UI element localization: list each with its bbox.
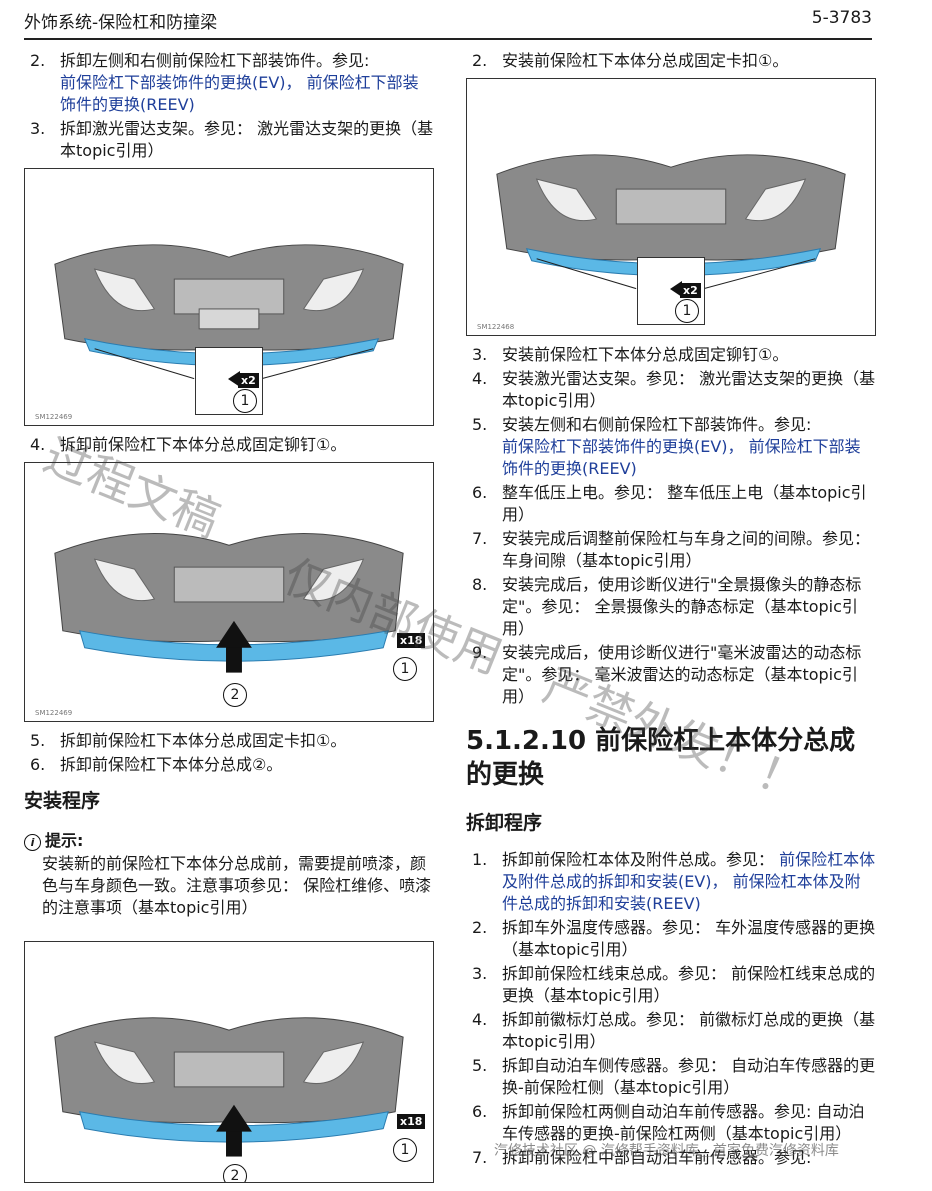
figure-bumper-2: x18 1 2 SM122469 bbox=[24, 462, 434, 722]
step-item: 4.拆卸前徽标灯总成。参见： 前徽标灯总成的更换（基本topic引用） bbox=[472, 1010, 876, 1051]
figure-code: SM122469 bbox=[35, 413, 73, 421]
step-item: 3.拆卸前保险杠线束总成。参见： 前保险杠线束总成的更换（基本topic引用） bbox=[472, 964, 876, 1005]
step-item: 5.拆卸自动泊车侧传感器。参见： 自动泊车传感器的更换-前保险杠侧（基本topi… bbox=[472, 1056, 876, 1097]
install-heading: 安装程序 bbox=[24, 790, 101, 812]
page-number: 5-3783 bbox=[811, 8, 872, 28]
callout-number: 1 bbox=[675, 299, 699, 323]
quantity-badge: x2 bbox=[680, 283, 701, 298]
figure-bumper-1: x2 1 SM122469 bbox=[24, 168, 434, 426]
note-body: 安装新的前保险杠下本体分总成前，需要提前喷漆，颜色与车身颜色一致。注意事项参见：… bbox=[42, 854, 432, 917]
step-item: 7.安装完成后调整前保险杠与车身之间的间隙。参见： 车身间隙（基本topic引用… bbox=[472, 529, 871, 570]
quantity-badge: x2 bbox=[238, 373, 259, 388]
arrow-icon bbox=[670, 281, 682, 297]
figure-code: SM122469 bbox=[35, 709, 73, 717]
step-item: 2. 拆卸左侧和右侧前保险杠下部装饰件。参见: 前保险杠下部装饰件的更换(EV)… bbox=[30, 51, 419, 114]
callout-number: 1 bbox=[393, 1138, 417, 1162]
bumper-illustration bbox=[54, 244, 404, 380]
bumper-illustration bbox=[54, 533, 404, 673]
callout-number: 2 bbox=[223, 1164, 247, 1182]
step-item: 6. 拆卸前保险杠下本体分总成②。 bbox=[30, 755, 283, 774]
bumper-illustration bbox=[54, 1017, 404, 1157]
header-title: 外饰系统-保险杠和防撞梁 bbox=[24, 13, 218, 33]
bumper-illustration bbox=[496, 154, 846, 290]
step-item: 7.拆卸前保险杠中部自动泊车前传感器。参见: bbox=[472, 1148, 812, 1167]
step-item: 5. 拆卸前保险杠下本体分总成固定卡扣①。 bbox=[30, 731, 347, 750]
remove-heading: 拆卸程序 bbox=[466, 812, 543, 834]
footer-watermark: 汽修技术社区 @ 汽修帮手资料库＿首家免费汽修资料库 bbox=[494, 1143, 839, 1159]
quantity-badge: x18 bbox=[397, 633, 426, 648]
step-item: 3. 拆卸激光雷达支架。参见： 激光雷达支架的更换（基本topic引用） bbox=[30, 119, 434, 160]
figure-bumper-3: x18 1 2 bbox=[24, 941, 434, 1183]
callout-number: 1 bbox=[393, 657, 417, 681]
page-header: 外饰系统-保险杠和防撞梁 5-3783 bbox=[24, 0, 872, 40]
step-item: 4. 拆卸前保险杠下本体分总成固定铆钉①。 bbox=[30, 435, 347, 454]
figure-bumper-4: x2 1 SM122468 bbox=[466, 78, 876, 336]
reference-link[interactable]: 前保险杠本体及附件总成的拆卸和安装(EV)， 前保险杠本体及附件总成的拆卸和安装… bbox=[502, 850, 876, 913]
callout-number: 2 bbox=[223, 683, 247, 707]
arrow-icon bbox=[228, 371, 240, 387]
step-item: 9.安装完成后，使用诊断仪进行"毫米波雷达的动态标定"。参见： 毫米波雷达的动态… bbox=[472, 643, 862, 706]
step-item: 2. 安装前保险杠下本体分总成固定卡扣①。 bbox=[472, 51, 789, 70]
right-column: 2. 安装前保险杠下本体分总成固定卡扣①。 x2 1 SM122468 3.安装… bbox=[466, 50, 876, 1171]
reference-link[interactable]: 前保险杠下部装饰件的更换(EV)， 前保险杠下部装饰件的更换(REEV) bbox=[502, 437, 861, 478]
callout-number: 1 bbox=[233, 389, 257, 413]
step-item: 6.拆卸前保险杠两侧自动泊车前传感器。参见: 自动泊车传感器的更换-前保险杠两侧… bbox=[472, 1102, 865, 1143]
step-item: 5.安装左侧和右侧前保险杠下部装饰件。参见:前保险杠下部装饰件的更换(EV)， … bbox=[472, 415, 861, 478]
step-item: 1.拆卸前保险杠本体及附件总成。参见： 前保险杠本体及附件总成的拆卸和安装(EV… bbox=[472, 850, 876, 913]
left-column: 2. 拆卸左侧和右侧前保险杠下部装饰件。参见: 前保险杠下部装饰件的更换(EV)… bbox=[24, 50, 434, 1191]
reference-link[interactable]: 前保险杠下部装饰件的更换(EV)， 前保险杠下部装饰件的更换(REEV) bbox=[60, 73, 419, 114]
step-item: 8.安装完成后，使用诊断仪进行"全景摄像头的静态标定"。参见： 全景摄像头的静态… bbox=[472, 575, 862, 638]
step-item: 3.安装前保险杠下本体分总成固定铆钉①。 bbox=[472, 345, 789, 364]
section-title: 5.1.2.10 前保险杠上本体分总成的更换 bbox=[466, 726, 856, 790]
figure-code: SM122468 bbox=[477, 323, 515, 331]
step-item: 2.拆卸车外温度传感器。参见： 车外温度传感器的更换（基本topic引用） bbox=[472, 918, 876, 959]
step-item: 6.整车低压上电。参见： 整车低压上电（基本topic引用） bbox=[472, 483, 867, 524]
info-icon: i bbox=[24, 834, 41, 851]
quantity-badge: x18 bbox=[397, 1114, 426, 1129]
step-item: 4.安装激光雷达支架。参见： 激光雷达支架的更换（基本topic引用） bbox=[472, 369, 876, 410]
